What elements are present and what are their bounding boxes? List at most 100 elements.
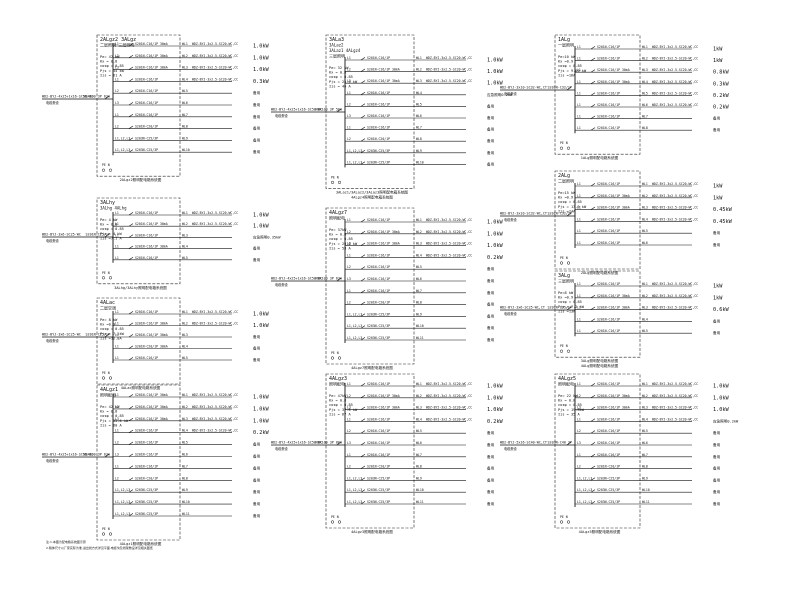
circuit-phase: L1,L2,L3	[347, 149, 362, 153]
panel-parameter: cosφ = 0.85	[558, 64, 582, 68]
circuit-breaker-model: S201N-C20/1P	[135, 125, 158, 129]
main-breaker-label: S201N-C32/1P	[548, 86, 573, 90]
panel-parameter: Kx = 0.8	[558, 399, 575, 403]
panel-parameter: Kx =0.9	[558, 60, 573, 64]
circuit-breaker-model: S201N-C16/1P	[597, 317, 620, 321]
circuit-phase: L1,L2,L3	[115, 500, 130, 504]
circuit-number: WL2	[416, 230, 422, 234]
pe-terminal-icon	[101, 532, 106, 536]
pe-n-label: PE N	[560, 141, 568, 145]
circuit-load: 备用	[713, 318, 721, 323]
circuit-breaker-model: S201N-C20/1P	[367, 137, 390, 141]
breaker-symbol	[360, 219, 366, 223]
pe-terminal-icon	[559, 261, 564, 265]
panel-caption-secondary: 4ALgz4照明配电箱系统图	[351, 194, 393, 199]
circuit-breaker-model: S201N-C16/1P	[367, 277, 390, 281]
drawing-note-2: 2.箱体尺寸以厂家实际为准,进出线方式详见平面,电缆沟及桥架敷设详见相关图纸	[46, 546, 153, 550]
circuit-phase: L3	[347, 114, 351, 118]
circuit-breaker-model: S203N-C25/3P	[597, 500, 620, 504]
circuit-load: 1.0kW	[253, 418, 269, 424]
breaker-symbol	[360, 161, 366, 165]
circuit-load: 备用	[487, 302, 495, 307]
breaker-symbol	[360, 254, 366, 258]
breaker-symbol	[360, 230, 366, 235]
circuit-cable: WDZ-BYJ-3x2.5-SC20-WC,CC	[426, 56, 472, 60]
circuit-cable: WDZ-BYJ-3x2.5-SC20-WC,CC	[426, 417, 472, 421]
breaker-symbol	[128, 441, 134, 445]
panel-parameter: Kx = 0.8	[329, 71, 346, 75]
breaker-symbol	[590, 218, 596, 222]
circuit-cable: WDZ-BYJ-3x2.5-SC20-WC,CC	[652, 306, 698, 310]
pe-terminal-icon	[101, 168, 106, 172]
circuit-breaker-model: S201N-C20/1P 30mA	[135, 345, 168, 349]
panel-parameter: Pjs = 7.2 kW	[558, 305, 585, 309]
circuit-breaker-model: S201N-C16/1P 30mA	[135, 54, 168, 58]
circuit-breaker-model: S201N-C16/1P	[135, 89, 158, 93]
panel-parameter: Pe= 37kW	[329, 228, 347, 232]
breaker-symbol	[590, 230, 596, 234]
drawing-note-1: 注:1.本图为配电箱系统图示意	[46, 540, 86, 544]
circuit-phase: L1	[577, 91, 581, 95]
panel-parameter: Pe= 4 kW	[100, 218, 118, 222]
circuit-number: WL2	[182, 222, 188, 226]
breaker-symbol	[360, 337, 366, 341]
circuit-breaker-model: S201N-C16/1P	[597, 229, 620, 233]
panel-enclosure	[554, 270, 641, 358]
circuit-load: 备用	[713, 430, 721, 435]
circuit-number: WL4	[642, 217, 648, 221]
circuit-breaker-model: S203N-C25/3P	[367, 324, 390, 328]
breaker-symbol	[590, 242, 596, 246]
circuit-breaker-model: S203N-C25/3P	[135, 488, 158, 492]
breaker-symbol	[360, 313, 366, 317]
panel-parameter: Pe= 42 kW	[100, 55, 120, 59]
circuit-cable: WDZ-BYJ-3x2.5-SC20-WC,CC	[652, 91, 698, 95]
circuit-phase: L1	[577, 80, 581, 84]
circuit-load: 应急照明0.35kW	[253, 234, 281, 239]
circuit-cable: WDZ-BYJ-3x2.5-SC20-WC,CC	[426, 79, 472, 83]
circuit-breaker-model: S201N-C16/1P	[597, 282, 620, 286]
breaker-symbol	[128, 394, 134, 398]
panel-enclosure	[554, 373, 641, 529]
circuit-phase: L1	[115, 245, 119, 249]
circuit-number: WL5	[642, 91, 648, 95]
circuit-number: WL2	[182, 405, 188, 409]
main-breaker-label: NSX100 3P 50A	[315, 108, 342, 112]
breaker-symbol	[128, 429, 134, 433]
breaker-symbol	[128, 102, 134, 106]
breaker-symbol	[590, 489, 596, 493]
circuit-number: WL9	[182, 136, 188, 140]
breaker-symbol	[360, 91, 366, 96]
circuit-breaker-model: S201N-C16/1P	[367, 253, 390, 257]
circuit-load: 备用	[713, 489, 721, 494]
circuit-number: WL6	[182, 101, 188, 105]
breaker-symbol	[128, 66, 134, 70]
circuit-breaker-model: S201N-C16/1P	[597, 103, 620, 107]
incoming-feeder-cable: WD2-BYJ-3x10-SC32-WC,CT	[500, 212, 547, 216]
circuit-breaker-model: S203N-C25/3P	[367, 476, 390, 480]
circuit-load: 1.0kW	[253, 406, 269, 412]
circuit-phase: L1,L2,L3	[577, 476, 592, 480]
pe-terminal-icon	[330, 520, 335, 524]
circuit-load: 1.0kW	[253, 44, 269, 50]
circuit-phase: L1	[577, 241, 581, 245]
circuit-phase: L2	[347, 301, 351, 305]
circuit-number: WL7	[182, 113, 188, 117]
circuit-phase: L2	[347, 137, 351, 141]
circuit-breaker-model: S201N-C16/1P	[367, 102, 390, 106]
panel-caption: 1ALg照明配电箱系统图	[581, 155, 619, 160]
circuit-phase: L1	[577, 417, 581, 421]
circuit-phase: L1	[115, 42, 119, 46]
breaker-symbol	[360, 278, 366, 282]
